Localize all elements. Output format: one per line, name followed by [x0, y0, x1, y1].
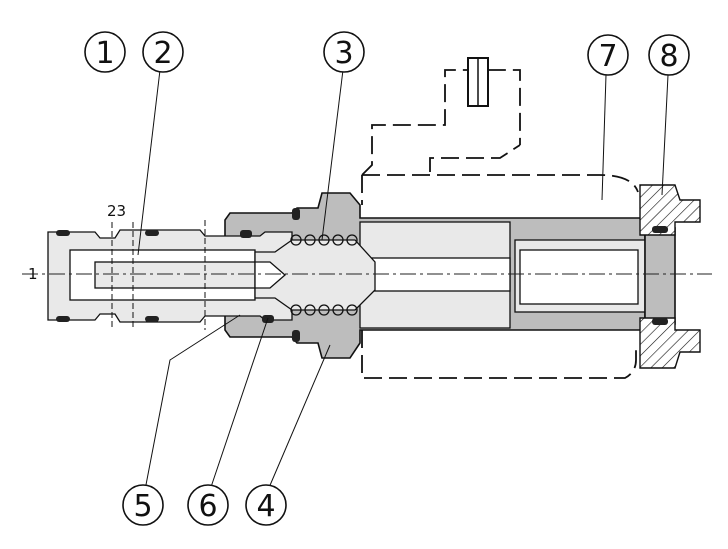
- leader-lines: [137, 69, 669, 491]
- valve-body: [224, 192, 646, 359]
- svg-text:8: 8: [659, 39, 678, 74]
- svg-text:4: 4: [256, 489, 275, 524]
- svg-text:5: 5: [133, 489, 152, 524]
- svg-text:2: 2: [153, 36, 172, 71]
- callout-1: 1: [84, 31, 126, 73]
- spring: [290, 234, 358, 316]
- svg-text:1: 1: [95, 36, 114, 71]
- spool-poppet: [254, 239, 376, 311]
- svg-text:3: 3: [334, 36, 353, 71]
- cartridge-sleeve: [47, 229, 293, 323]
- end-plug: [639, 184, 701, 369]
- port-label-23: 23: [107, 202, 126, 220]
- callout-6: 6: [187, 484, 229, 526]
- solenoid-housing-outline: [361, 57, 639, 379]
- port-label-1: 1: [28, 265, 38, 283]
- o-ring-seals: [56, 208, 668, 342]
- svg-text:7: 7: [598, 39, 617, 74]
- armature: [514, 227, 676, 325]
- callout-7: 7: [587, 34, 629, 76]
- callout-4: 4: [245, 484, 287, 526]
- svg-text:6: 6: [198, 489, 217, 524]
- callout-3: 3: [323, 31, 365, 73]
- callout-2: 2: [142, 31, 184, 73]
- callout-5: 5: [122, 484, 164, 526]
- callout-8: 8: [648, 34, 690, 76]
